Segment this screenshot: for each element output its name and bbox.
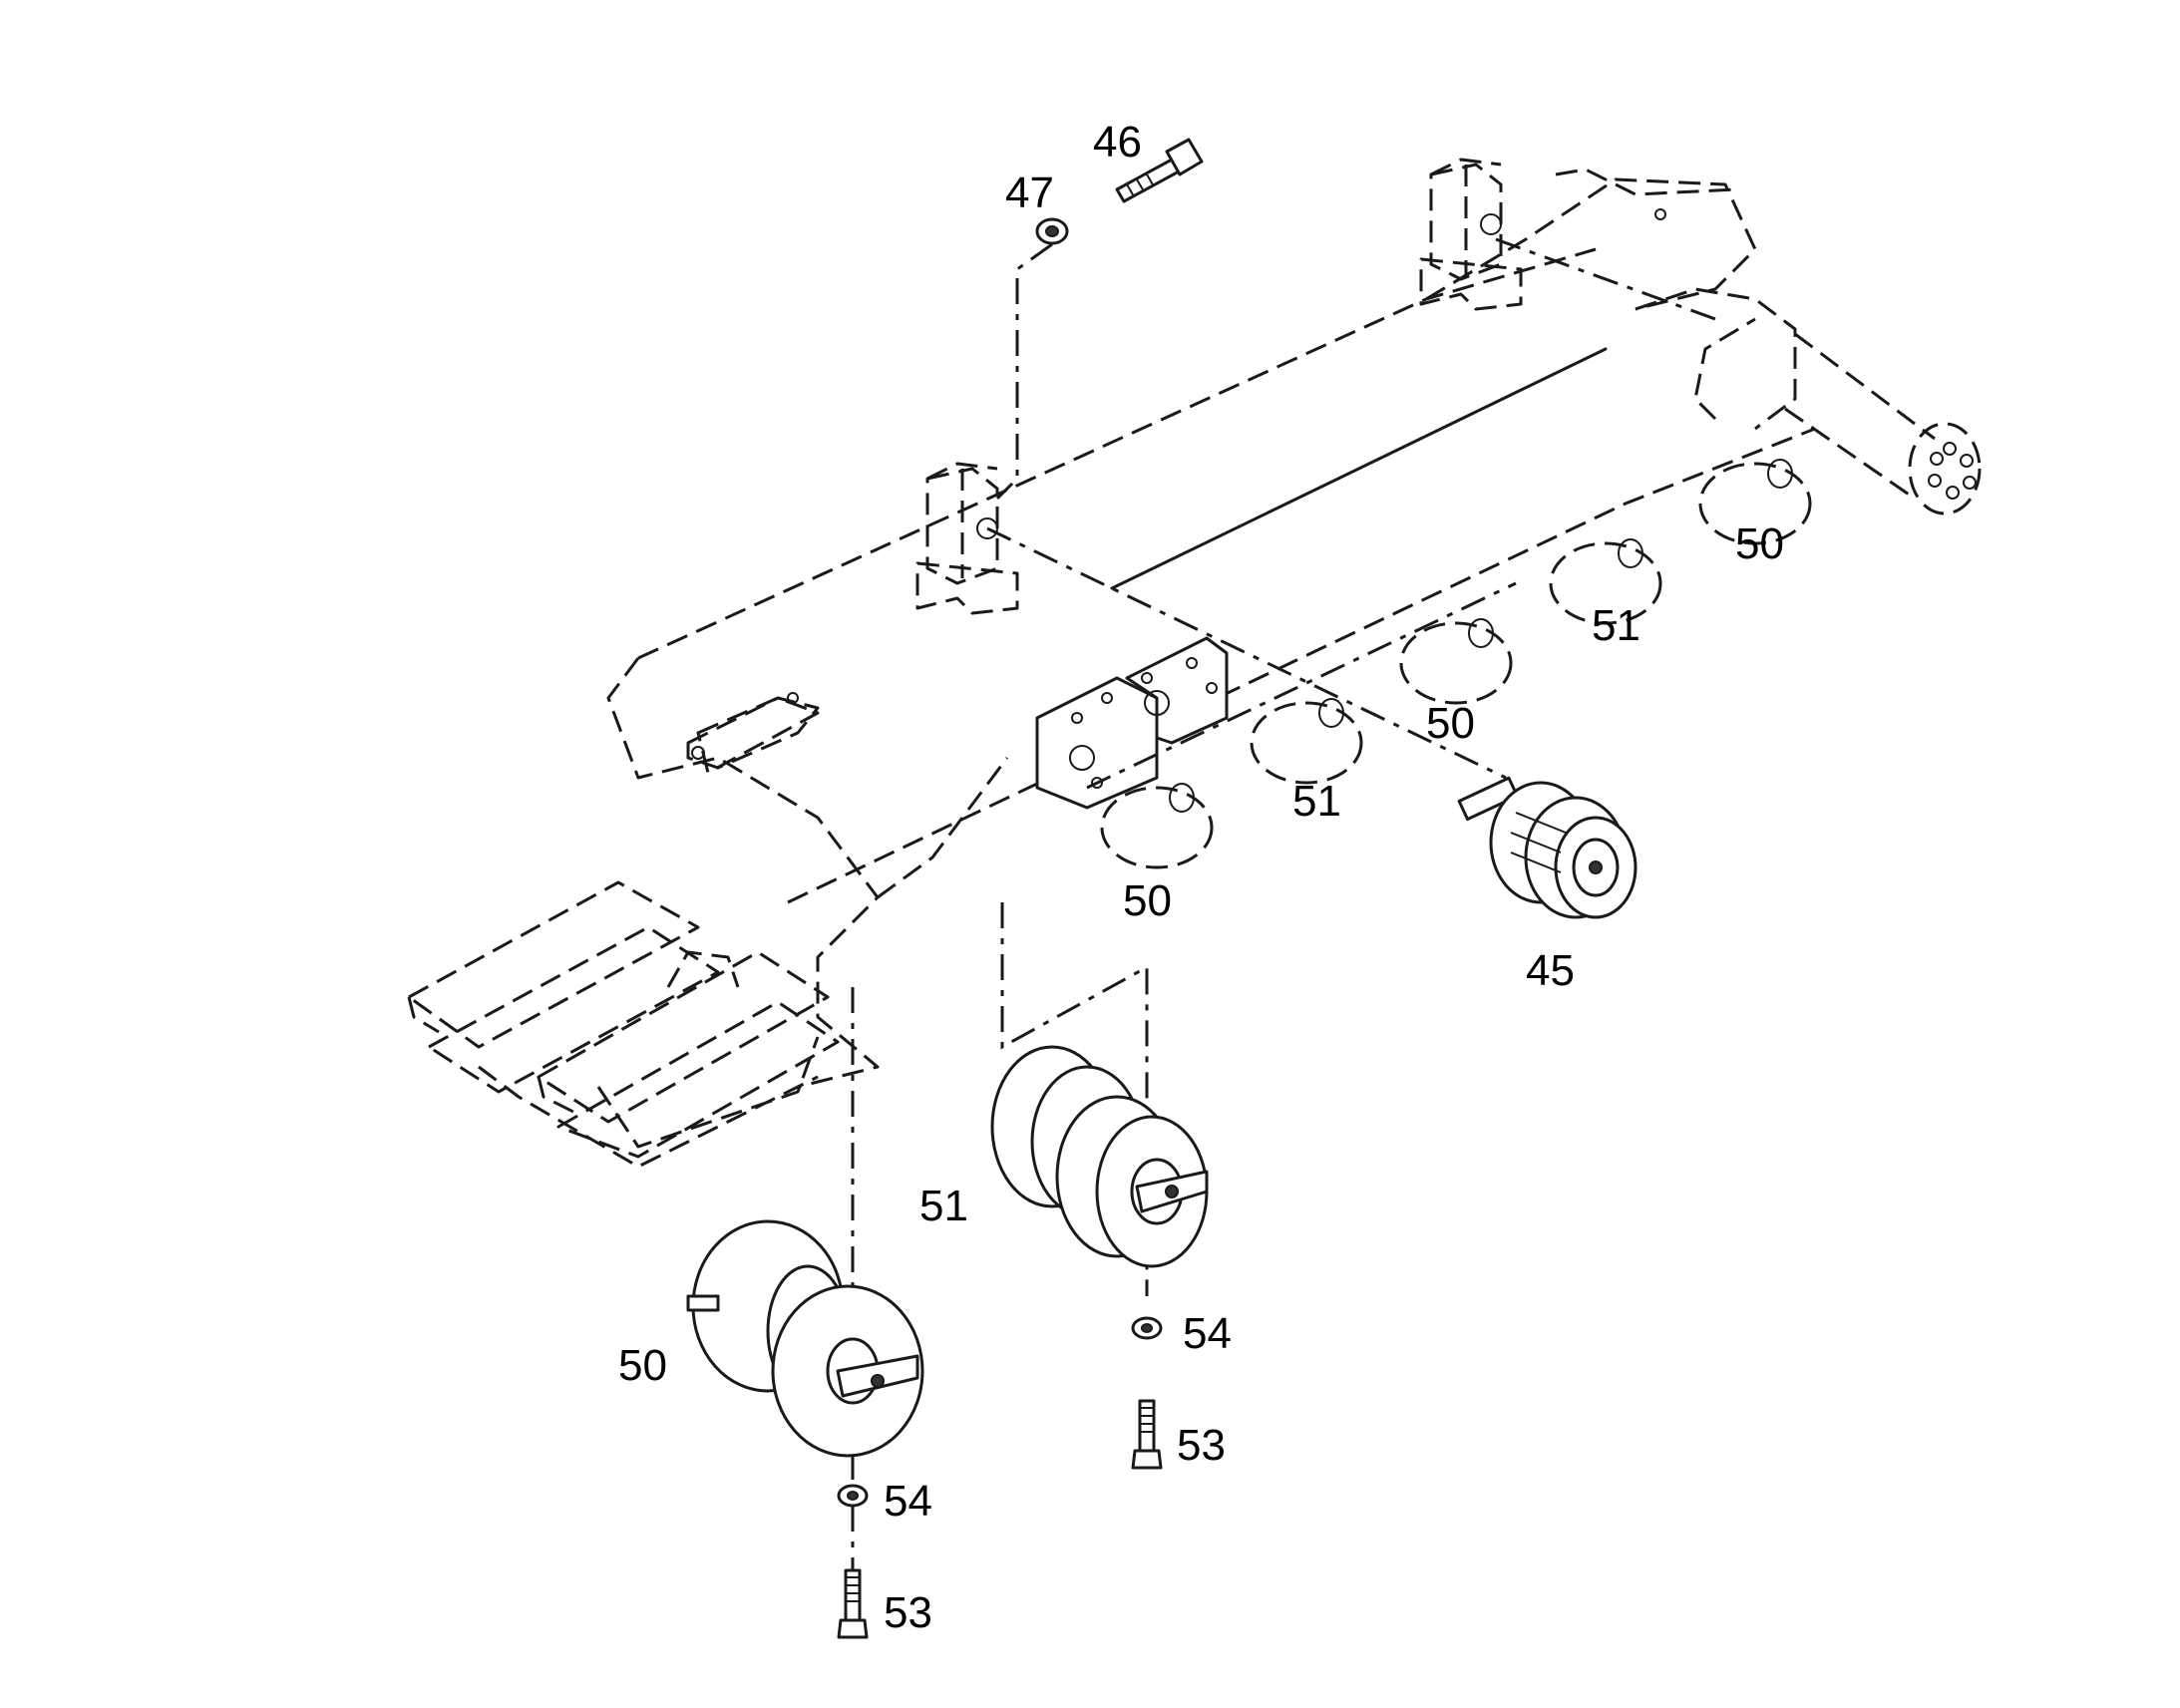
label-50-roller: 50 <box>618 1341 667 1390</box>
label-50-rear: 50 <box>1735 519 1784 568</box>
label-54-left: 54 <box>884 1477 932 1526</box>
roller-51 <box>990 1045 1209 1268</box>
bolt-53-right <box>1131 1399 1163 1470</box>
label-51-rear: 51 <box>1592 601 1640 650</box>
label-51-mid: 51 <box>1292 777 1341 826</box>
frame-rollers-phantom <box>1100 459 1812 869</box>
label-51-roller: 51 <box>919 1182 968 1230</box>
idler-45 <box>1457 776 1637 919</box>
washer-54-left <box>837 1484 869 1508</box>
part-labels: 46 47 50 51 50 51 50 45 51 54 53 50 54 5… <box>618 118 1784 1637</box>
label-54-right: 54 <box>1183 1309 1232 1358</box>
label-47: 47 <box>1005 169 1054 217</box>
track-frame <box>407 158 1982 1169</box>
label-50-mid: 50 <box>1426 699 1475 748</box>
roller-50 <box>686 1219 924 1458</box>
washer-54-right <box>1131 1316 1163 1340</box>
label-46: 46 <box>1093 118 1142 167</box>
assembly-lines <box>851 237 1716 1625</box>
axle-hub-bolt-circle <box>1928 442 1977 500</box>
bolt-53-left <box>837 1568 869 1639</box>
label-53-right: 53 <box>1177 1421 1226 1470</box>
center-bracket <box>1035 636 1229 810</box>
washer-47 <box>1035 217 1069 245</box>
label-50-front: 50 <box>1123 876 1172 925</box>
label-45: 45 <box>1526 946 1575 995</box>
bolt-46 <box>1115 138 1204 203</box>
label-53-left: 53 <box>884 1588 932 1637</box>
